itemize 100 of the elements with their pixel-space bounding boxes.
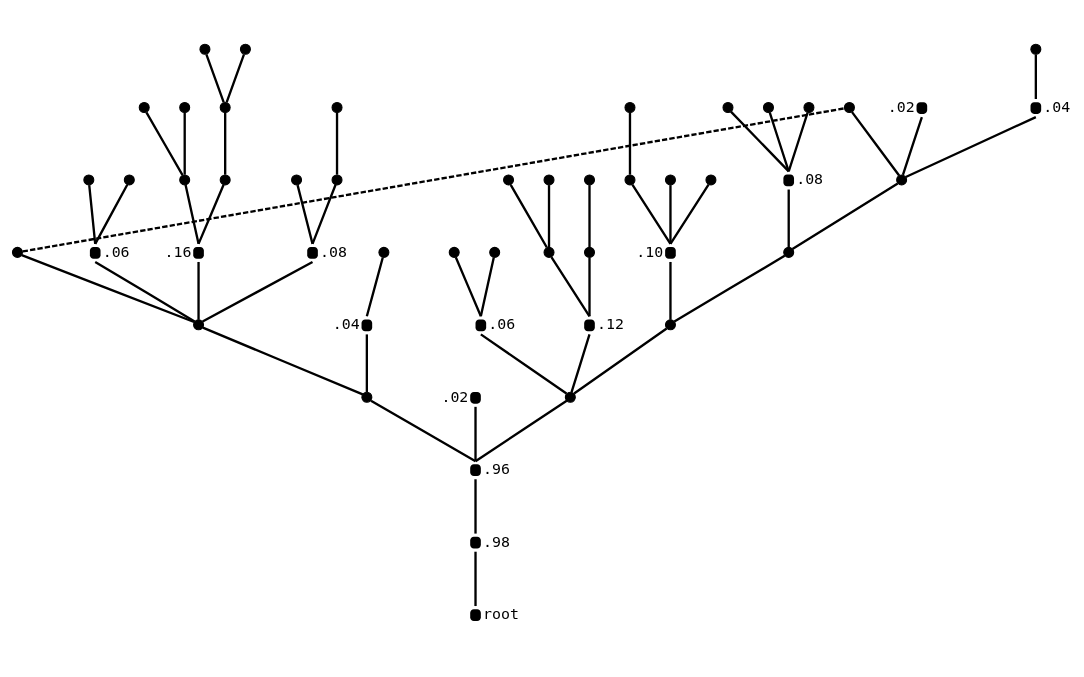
node-circle [803, 101, 815, 113]
connector [197, 183, 225, 244]
connector [479, 256, 495, 317]
node-circle [624, 101, 636, 113]
node-circle [361, 319, 373, 331]
connector [669, 183, 710, 244]
node-circle [665, 246, 676, 259]
node-label: .98 [482, 532, 510, 551]
node-label: root [482, 604, 519, 623]
connector [768, 111, 790, 172]
connector [787, 111, 809, 172]
connector [550, 256, 591, 317]
connector [370, 399, 477, 462]
node-circle [219, 101, 231, 113]
connector [145, 111, 184, 176]
node-circle [331, 173, 343, 185]
connector [183, 112, 186, 175]
node-circle [783, 246, 795, 258]
connector [588, 184, 591, 247]
connector [628, 112, 632, 175]
connector [673, 254, 786, 322]
connector [474, 406, 477, 461]
node-circle [193, 246, 204, 259]
connector [851, 110, 901, 176]
node-circle [584, 319, 595, 331]
node-label: .02 [887, 97, 915, 116]
node-circle [179, 101, 191, 113]
node-circle [83, 173, 95, 185]
node-circle [199, 43, 211, 55]
node-circle [307, 246, 318, 259]
connector [570, 333, 591, 392]
connector [365, 256, 384, 317]
connector [197, 261, 200, 320]
node-circle [543, 173, 555, 185]
connector [573, 327, 668, 394]
node-circle [475, 319, 487, 331]
node-circle [470, 463, 481, 476]
node-circle [378, 246, 390, 258]
connector [1034, 53, 1037, 99]
node-circle [705, 173, 717, 185]
connector [730, 110, 790, 172]
connector [547, 184, 551, 247]
connector [202, 326, 364, 396]
connector [205, 53, 225, 103]
connector [631, 183, 672, 244]
connector [588, 257, 591, 316]
connector [296, 184, 314, 244]
node-label: .16 [164, 242, 192, 261]
node-circle [583, 246, 596, 258]
node-circle [470, 608, 481, 621]
connector [21, 253, 195, 323]
node-circle [193, 318, 205, 330]
node-circle [470, 536, 481, 548]
node-label: .10 [636, 242, 664, 261]
connector [94, 183, 129, 244]
connector [88, 184, 97, 244]
connector [184, 184, 200, 244]
node-circle [1030, 101, 1042, 114]
node-circle [11, 246, 23, 258]
connector [509, 183, 548, 248]
node-circle [331, 101, 343, 113]
node-circle [722, 101, 734, 113]
node-label: .04 [332, 314, 360, 333]
node-circle [503, 173, 515, 185]
node-circle [123, 173, 135, 185]
node-circle [543, 246, 555, 258]
connector [474, 399, 568, 462]
node-circle [564, 391, 576, 403]
node-label: .06 [488, 314, 516, 333]
connector [669, 261, 672, 320]
node-label: .12 [596, 314, 624, 333]
connector [901, 116, 923, 175]
node-label: .08 [796, 169, 824, 188]
node-circle [448, 246, 460, 258]
node-circle [624, 173, 636, 185]
connector [224, 112, 227, 175]
node-circle [664, 173, 676, 185]
node-label: .04 [1043, 97, 1071, 116]
node-label: .06 [102, 242, 130, 261]
node-circle [239, 43, 251, 55]
node-circle [179, 173, 191, 185]
connector [480, 332, 568, 394]
connector [787, 189, 790, 247]
connector [202, 260, 314, 323]
node-circle [762, 101, 774, 113]
node-circle [470, 391, 481, 404]
node-circle [843, 101, 855, 113]
connector [905, 115, 1037, 178]
connector [365, 333, 369, 392]
node-label: .08 [319, 242, 347, 261]
connector [335, 112, 339, 175]
node-circle [89, 246, 101, 259]
connector [669, 184, 672, 244]
node-circle [361, 391, 373, 403]
connector [311, 183, 337, 244]
connector [474, 478, 477, 534]
node-circle [489, 246, 501, 258]
node-label: .96 [482, 459, 510, 478]
node-circle [138, 101, 150, 113]
node-circle [291, 173, 303, 185]
